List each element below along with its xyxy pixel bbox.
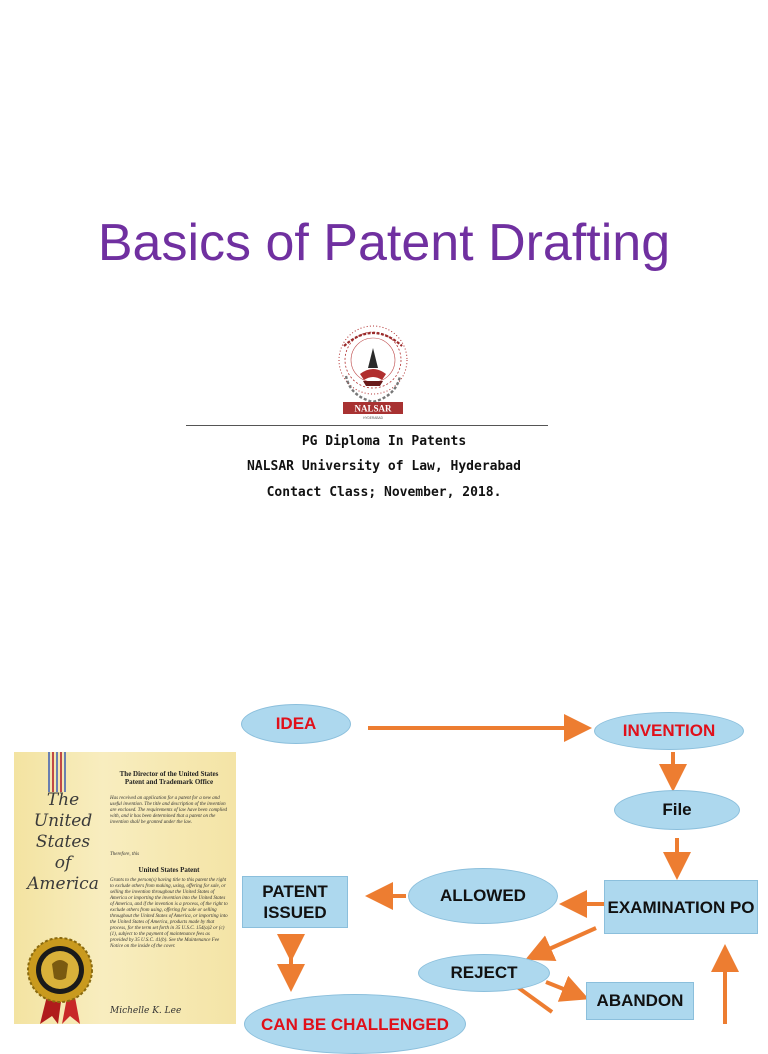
arrow-examination-to-reject bbox=[525, 926, 597, 962]
certificate-paragraph-2: Grants to the person(s) having title to … bbox=[110, 878, 228, 949]
certificate-paragraph-1: Has received an application for a patent… bbox=[110, 796, 228, 825]
logo-banner-text: NALSAR bbox=[354, 404, 392, 414]
arrow-reject-to-abandon bbox=[545, 975, 589, 1002]
certificate-script-title: The United States of America bbox=[27, 790, 99, 894]
svg-text:HYDERABAD: HYDERABAD bbox=[363, 416, 384, 420]
course-name: PG Diploma In Patents bbox=[301, 434, 467, 449]
certificate-signature: Michelle K. Lee bbox=[110, 1006, 182, 1016]
node-invention: INVENTION bbox=[594, 712, 744, 750]
certificate-heading: The Director of the United States Patent… bbox=[119, 770, 219, 786]
patent-certificate-image: The United States of America The Directo… bbox=[14, 752, 236, 1024]
node-can-be-challenged: CAN BE CHALLENGED bbox=[244, 994, 466, 1054]
node-allowed: ALLOWED bbox=[408, 868, 558, 924]
nalsar-logo: NALSAR HYDERABAD bbox=[338, 325, 408, 420]
institution-name: NALSAR University of Law, Hyderabad bbox=[247, 459, 521, 474]
logo-banner bbox=[343, 402, 403, 414]
node-idea: IDEA bbox=[241, 704, 351, 744]
node-examination: EXAMINATION PO bbox=[604, 880, 758, 934]
gold-seal-icon bbox=[27, 937, 93, 1024]
node-patent-issued: PATENT ISSUED bbox=[242, 876, 348, 928]
node-abandon: ABANDON bbox=[586, 982, 694, 1020]
divider-line bbox=[186, 425, 548, 426]
logo-motto-arc bbox=[343, 332, 403, 347]
certificate-therefore: Therefore, this bbox=[110, 852, 140, 857]
node-file: File bbox=[614, 790, 740, 830]
session-info: Contact Class; November, 2018. bbox=[266, 485, 502, 500]
slide-title: Basics of Patent Drafting bbox=[97, 214, 671, 272]
patent-process-flowchart: IDEA INVENTION File EXAMINATION PO ALLOW… bbox=[236, 696, 768, 1054]
certificate-ribbon-stripes bbox=[48, 752, 68, 792]
node-reject: REJECT bbox=[418, 954, 550, 992]
certificate-subheading: United States Patent bbox=[138, 866, 200, 874]
arrow-reject-down bbox=[514, 984, 554, 1014]
flowchart-arrows bbox=[277, 714, 739, 1024]
